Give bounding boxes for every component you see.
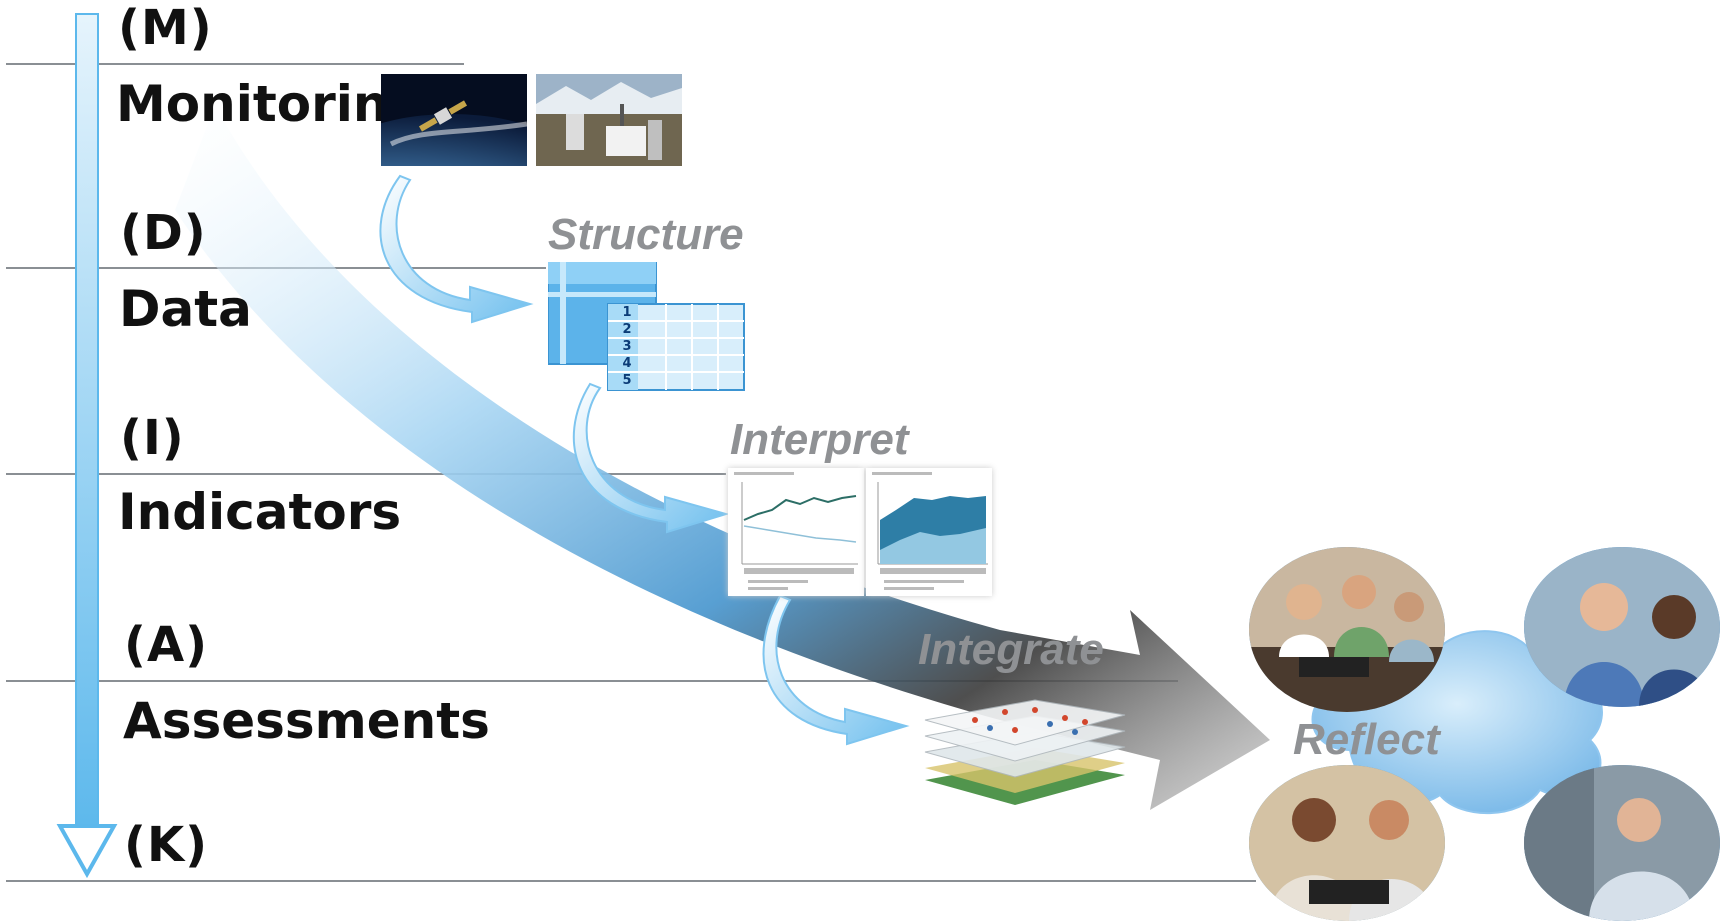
level-name-monitoring: Monitoring: [116, 75, 425, 133]
level-code-a: (A): [124, 617, 209, 673]
table-row-number: 1: [622, 305, 632, 320]
level-name-data: Data: [119, 280, 252, 338]
step-label-structure: Structure: [548, 210, 744, 259]
level-line-i: [6, 473, 726, 475]
arrow-indicators-to-assessments: [762, 594, 910, 746]
arrow-monitoring-to-data: [379, 174, 534, 324]
level-name-assessments: Assessments: [123, 692, 490, 750]
table-row-number: 3: [622, 339, 632, 354]
axis-shaft: [75, 13, 99, 835]
level-code-m: (M): [118, 0, 213, 56]
people-photo-street: [1524, 765, 1720, 921]
satellite-photo: [381, 74, 527, 166]
level-line-k: [6, 880, 1256, 882]
level-line-a: [6, 680, 1178, 682]
chart-thumbnail-area: [866, 468, 992, 596]
people-photo-meeting: [1249, 547, 1445, 712]
map-layers-icon: [915, 680, 1135, 810]
arrow-data-to-indicators: [572, 382, 730, 534]
level-line-m: [6, 63, 464, 65]
chart-thumbnail-line: [728, 468, 864, 596]
table-row-number: 2: [622, 322, 632, 337]
people-photo-men: [1524, 547, 1720, 707]
level-name-indicators: Indicators: [118, 483, 402, 541]
level-code-i: (I): [120, 410, 185, 466]
table-icon: [548, 262, 746, 392]
table-row-number: 4: [622, 356, 632, 371]
table-row-number: 5: [622, 373, 632, 388]
people-photo-field: [1249, 765, 1445, 921]
monitoring-station-photo: [536, 74, 682, 166]
flow-band: [175, 105, 1270, 810]
step-label-reflect: Reflect: [1293, 715, 1440, 764]
level-code-k: (K): [124, 817, 209, 873]
level-code-d: (D): [120, 205, 207, 261]
step-label-interpret: Interpret: [730, 415, 909, 464]
step-label-integrate: Integrate: [918, 625, 1104, 674]
axis-arrowhead: [56, 824, 118, 879]
